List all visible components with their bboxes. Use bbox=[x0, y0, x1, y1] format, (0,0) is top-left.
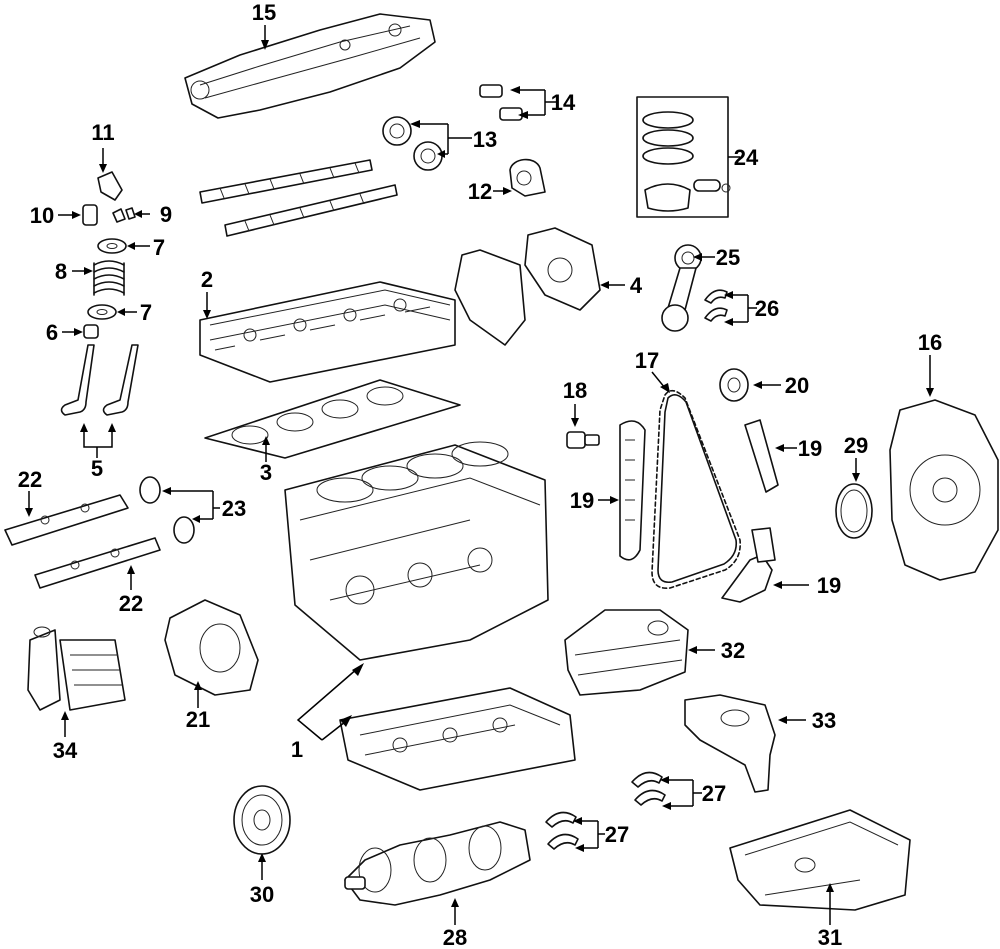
callout-3: 3 bbox=[260, 460, 272, 485]
callout-24: 24 bbox=[734, 145, 759, 170]
callout-23: 23 bbox=[222, 496, 246, 521]
part-valve-spring[interactable] bbox=[93, 260, 125, 296]
part-spring-seat[interactable] bbox=[87, 304, 117, 320]
leader-lines bbox=[25, 25, 934, 925]
part-bedplate[interactable] bbox=[339, 687, 576, 791]
callout-2: 2 bbox=[201, 267, 213, 292]
part-cylinder-head[interactable] bbox=[199, 281, 456, 383]
callout-7-upper: 7 bbox=[153, 235, 165, 260]
callout-14: 14 bbox=[551, 90, 576, 115]
callout-13: 13 bbox=[473, 127, 497, 152]
part-camshafts[interactable] bbox=[199, 159, 398, 237]
callout-20: 20 bbox=[785, 373, 809, 398]
part-chain-tensioner[interactable] bbox=[566, 431, 600, 449]
part-valve-keepers[interactable] bbox=[112, 207, 136, 223]
callout-12: 12 bbox=[468, 179, 492, 204]
callout-11: 11 bbox=[91, 120, 114, 145]
part-main-bearings-upper[interactable] bbox=[631, 771, 666, 806]
callout-8: 8 bbox=[55, 259, 67, 284]
callout-5: 5 bbox=[91, 456, 103, 481]
callout-10: 10 bbox=[30, 203, 54, 228]
part-chain-guide-lower[interactable] bbox=[721, 527, 776, 603]
part-valves[interactable] bbox=[60, 344, 139, 416]
part-water-pump[interactable] bbox=[684, 694, 776, 793]
callout-22-lower: 22 bbox=[119, 591, 143, 616]
part-fuel-rail-upper[interactable] bbox=[4, 494, 129, 546]
callout-19-bottom: 19 bbox=[817, 573, 841, 598]
part-rear-main-seal[interactable] bbox=[835, 483, 873, 539]
part-chain-guide-left[interactable] bbox=[619, 420, 646, 561]
part-balance-shaft-gears[interactable] bbox=[139, 476, 195, 544]
part-hydraulic-lifter[interactable] bbox=[82, 204, 98, 226]
part-fuel-rail-lower[interactable] bbox=[34, 537, 161, 589]
part-head-gasket[interactable] bbox=[204, 379, 461, 459]
callout-labels: 15 14 13 12 24 11 10 9 7 8 7 6 5 2 3 4 2… bbox=[18, 0, 942, 949]
callout-34: 34 bbox=[53, 738, 78, 763]
callout-6: 6 bbox=[46, 320, 58, 345]
callout-27-lower: 27 bbox=[605, 822, 629, 847]
part-spring-retainer[interactable] bbox=[97, 238, 127, 254]
callout-31: 31 bbox=[818, 925, 842, 949]
part-engine-block[interactable] bbox=[284, 441, 549, 661]
callout-16: 16 bbox=[918, 330, 942, 355]
callout-15: 15 bbox=[252, 0, 276, 25]
part-crankshaft-sprocket[interactable] bbox=[719, 368, 749, 402]
part-oil-pan[interactable] bbox=[729, 809, 911, 911]
callout-25: 25 bbox=[716, 245, 740, 270]
part-timing-cover-gasket[interactable] bbox=[454, 249, 526, 346]
callout-21: 21 bbox=[186, 707, 210, 732]
part-crankshaft-pulley[interactable] bbox=[233, 785, 291, 855]
part-rod-bearings[interactable] bbox=[704, 289, 728, 322]
part-flywheel[interactable] bbox=[889, 399, 999, 581]
callout-17: 17 bbox=[635, 348, 659, 373]
part-cylinder-head-cover[interactable] bbox=[184, 13, 436, 119]
callout-4: 4 bbox=[630, 273, 643, 298]
part-crankshaft[interactable] bbox=[344, 821, 531, 906]
part-oil-pump[interactable] bbox=[564, 609, 689, 696]
part-valve-stem-seal[interactable] bbox=[83, 324, 99, 339]
callout-9: 9 bbox=[160, 202, 172, 227]
part-oil-filter-housing[interactable] bbox=[27, 626, 126, 711]
part-chain-guide-upper[interactable] bbox=[744, 419, 779, 493]
part-piston-assembly[interactable] bbox=[636, 96, 731, 218]
callout-19-left: 19 bbox=[570, 488, 594, 513]
callout-18: 18 bbox=[563, 378, 587, 403]
part-timing-cover[interactable] bbox=[524, 227, 601, 311]
callout-22-upper: 22 bbox=[18, 467, 42, 492]
part-main-bearings-lower[interactable] bbox=[545, 811, 579, 850]
part-timing-chain[interactable] bbox=[651, 389, 742, 589]
callout-26: 26 bbox=[755, 296, 779, 321]
callout-27-upper: 27 bbox=[702, 781, 726, 806]
callout-30: 30 bbox=[250, 882, 274, 907]
part-vacuum-pump[interactable] bbox=[509, 158, 546, 197]
callout-28: 28 bbox=[443, 925, 467, 949]
callout-29: 29 bbox=[844, 433, 868, 458]
callout-33: 33 bbox=[812, 708, 836, 733]
callout-32: 32 bbox=[721, 638, 745, 663]
part-connecting-rod[interactable] bbox=[661, 244, 702, 332]
part-rear-crankshaft-cover[interactable] bbox=[164, 599, 259, 696]
part-rocker-arm[interactable] bbox=[97, 171, 123, 201]
callout-7-lower: 7 bbox=[140, 300, 152, 325]
callout-1: 1 bbox=[291, 737, 303, 762]
callout-19-right: 19 bbox=[798, 436, 822, 461]
part-camshaft-sensors[interactable] bbox=[479, 84, 523, 121]
